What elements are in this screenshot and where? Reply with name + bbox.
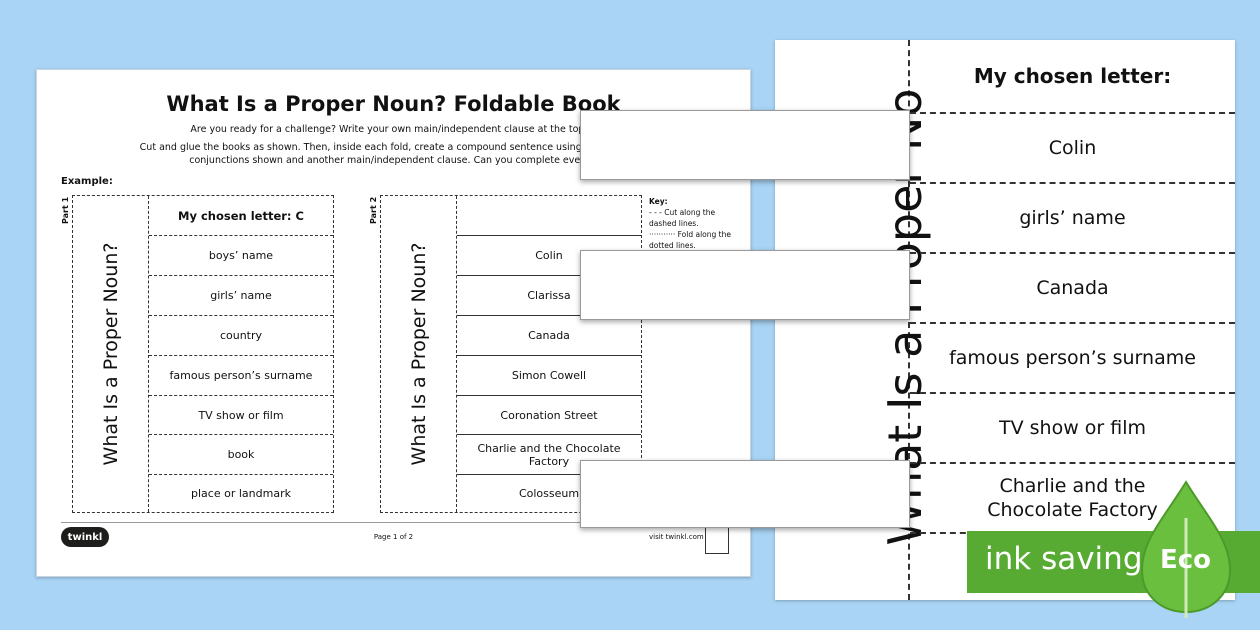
part-1-cell: TV show or film (149, 395, 333, 434)
page-number: Page 1 of 2 (373, 533, 414, 541)
part-2-cell (457, 196, 641, 235)
key-box: Key: - - - Cut along the dashed lines. ·… (649, 196, 739, 251)
closeup-cell: Colin (910, 112, 1235, 182)
closeup-cell: Canada (910, 252, 1235, 322)
instruction-line-2: Cut and glue the books as shown. Then, i… (139, 142, 648, 153)
eco-badge-label: Eco (1160, 545, 1212, 575)
twinkl-logo: twinkl (61, 527, 109, 547)
part-2-cell: Coronation Street (457, 395, 641, 434)
part-1-cell: book (149, 434, 333, 474)
closeup-cell: famous person’s surname (910, 322, 1235, 392)
closeup-cell: Charlie and the Chocolate Factory (910, 462, 1235, 532)
leaf-icon (1140, 480, 1232, 618)
part-1-cell: girls’ name (149, 275, 333, 315)
book-part-1-spine: What Is a Proper Noun? (73, 196, 149, 512)
visit-link-text: visit twinkl.com (649, 533, 704, 541)
instruction-line-1: Are you ready for a challenge? Write you… (190, 124, 597, 135)
closeup-cell: girls’ name (910, 182, 1235, 252)
part-2-cell: Colosseum (457, 474, 641, 512)
badge-icon (705, 526, 729, 554)
key-title: Key: (649, 197, 668, 206)
part-1-cell: boys’ name (149, 235, 333, 275)
part-2-cell: Canada (457, 315, 641, 355)
book-part-2-spine: What Is a Proper Noun? (381, 196, 457, 512)
closeup-cell: My chosen letter: (973, 64, 1172, 88)
book-part-2-spine-title: What Is a Proper Noun? (407, 242, 430, 466)
paper-strip (580, 460, 910, 528)
closeup-fold-line (908, 40, 910, 600)
book-part-2: What Is a Proper Noun? Colin Clarissa Ca… (380, 195, 642, 513)
paper-strip (580, 250, 910, 320)
footer-rule (61, 522, 726, 523)
part-1-cell: My chosen letter: C (178, 208, 304, 223)
part-2-cell: Charlie and the Chocolate Factory (457, 434, 641, 474)
ink-saving-label: ink saving (985, 541, 1143, 577)
book-part-1: What Is a Proper Noun? My chosen letter:… (72, 195, 334, 513)
part-1-cell: country (149, 315, 333, 355)
part-2-cell: Clarissa (457, 275, 641, 315)
part-2-label: Part 2 (369, 196, 378, 224)
part-1-cell: place or landmark (149, 474, 333, 512)
part-1-cell: famous person’s surname (149, 355, 333, 395)
key-cut-line: - - - Cut along the dashed lines. (649, 208, 716, 228)
part-2-cell: Colin (457, 235, 641, 275)
book-part-1-spine-title: What Is a Proper Noun? (99, 242, 122, 466)
key-fold-line: ··········· Fold along the dotted lines. (649, 230, 731, 250)
paper-strip (580, 110, 910, 180)
worksheet-title: What Is a Proper Noun? Foldable Book (166, 92, 621, 116)
example-label: Example: (61, 176, 113, 187)
part-2-cell: Simon Cowell (457, 355, 641, 395)
part-1-label: Part 1 (61, 196, 70, 224)
instruction-line-3: conjunctions shown and another main/inde… (189, 155, 598, 166)
closeup-cell: TV show or film (910, 392, 1235, 462)
